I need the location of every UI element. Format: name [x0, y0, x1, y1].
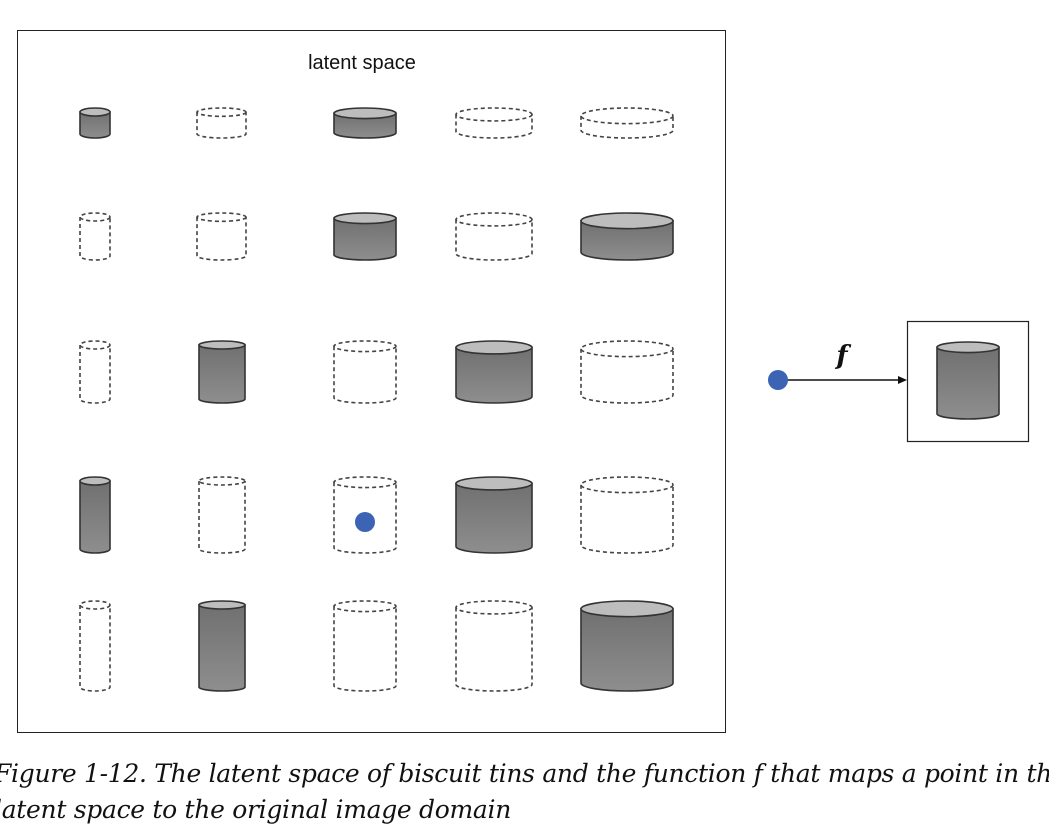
cylinder-r3-c1	[79, 340, 111, 404]
figure-caption: Figure 1-12. The latent space of biscuit…	[0, 756, 1049, 828]
cylinder-r4-c1	[79, 476, 111, 554]
cylinder-r4-c2	[198, 476, 246, 554]
arrowhead-icon	[898, 376, 907, 384]
cylinder-r1-c1	[79, 107, 111, 139]
caption-line-1: Figure 1-12. The latent space of biscuit…	[0, 759, 1049, 788]
cylinder-r2-c2	[196, 212, 247, 261]
cylinder-r2-c3	[333, 212, 397, 261]
caption-line-2: latent space to the original image domai…	[0, 795, 512, 824]
cylinder-r5-c5	[580, 600, 674, 692]
cylinder-r1-c4	[455, 107, 533, 139]
cylinder-r5-c4	[455, 600, 533, 692]
cylinder-r3-c2	[198, 340, 246, 404]
cylinder-r1-c2	[196, 107, 247, 139]
function-label: f	[834, 341, 851, 371]
cylinder-r2-c1	[79, 212, 111, 261]
cylinder-r4-c5	[580, 476, 674, 554]
cylinder-r5-c1	[79, 600, 111, 692]
cylinder-r1-c5	[580, 107, 674, 139]
cylinder-r4-c3	[333, 476, 397, 554]
cylinder-grid	[79, 107, 674, 692]
cylinder-r4-c4	[455, 476, 533, 554]
cylinder-r1-c3	[333, 107, 397, 139]
cylinder-r5-c3	[333, 600, 397, 692]
cylinder-r5-c2	[198, 600, 246, 692]
cylinder-r2-c5	[580, 212, 674, 261]
cylinder-r3-c4	[455, 340, 533, 404]
cylinder-r3-c3	[333, 340, 397, 404]
latent-space-title: latent space	[308, 52, 416, 74]
output-cylinder	[936, 341, 1000, 420]
source-point	[768, 370, 788, 390]
output-cylinder-shape	[936, 341, 1000, 420]
cylinder-r2-c4	[455, 212, 533, 261]
latent-space-figure: latent space f	[17, 30, 1030, 733]
mapping-arrow	[778, 376, 907, 384]
latent-point	[355, 512, 375, 532]
cylinder-r3-c5	[580, 340, 674, 404]
